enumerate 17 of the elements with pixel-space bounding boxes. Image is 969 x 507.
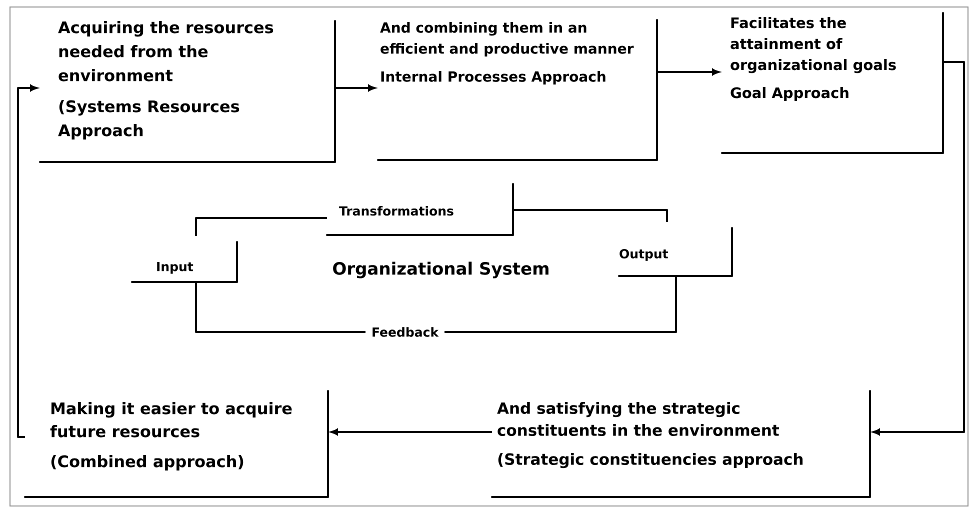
- bracket-box: Transformations: [326, 183, 514, 236]
- edge-label: Feedback: [365, 324, 445, 340]
- connector-line: [17, 84, 38, 438]
- bracket-box: And satisfying the strategic constituents in the environment (Strategic constituencies approach: [491, 390, 871, 498]
- bracket-box: Making it easier to acquire future resources (Combined approach): [24, 390, 329, 498]
- connector-line: [335, 84, 376, 92]
- system-title: Organizational System: [333, 262, 548, 278]
- bracket-box: Output: [618, 227, 733, 277]
- bracket-box: And combining them in an efficient and productive manner Internal Processes Approach: [377, 19, 658, 161]
- bracket-box: Facilitates the attainment of organizational goals Goal Approach: [721, 12, 944, 154]
- connector-line: [195, 217, 327, 236]
- bracket-box: Acquiring the resources needed from the environment (Systems Resources Approach: [39, 20, 336, 163]
- bracket-box: Input: [131, 241, 238, 283]
- connector-line: [513, 209, 668, 222]
- connector-line: [657, 68, 720, 76]
- connector-line: [330, 428, 492, 436]
- connector-line: [872, 61, 965, 436]
